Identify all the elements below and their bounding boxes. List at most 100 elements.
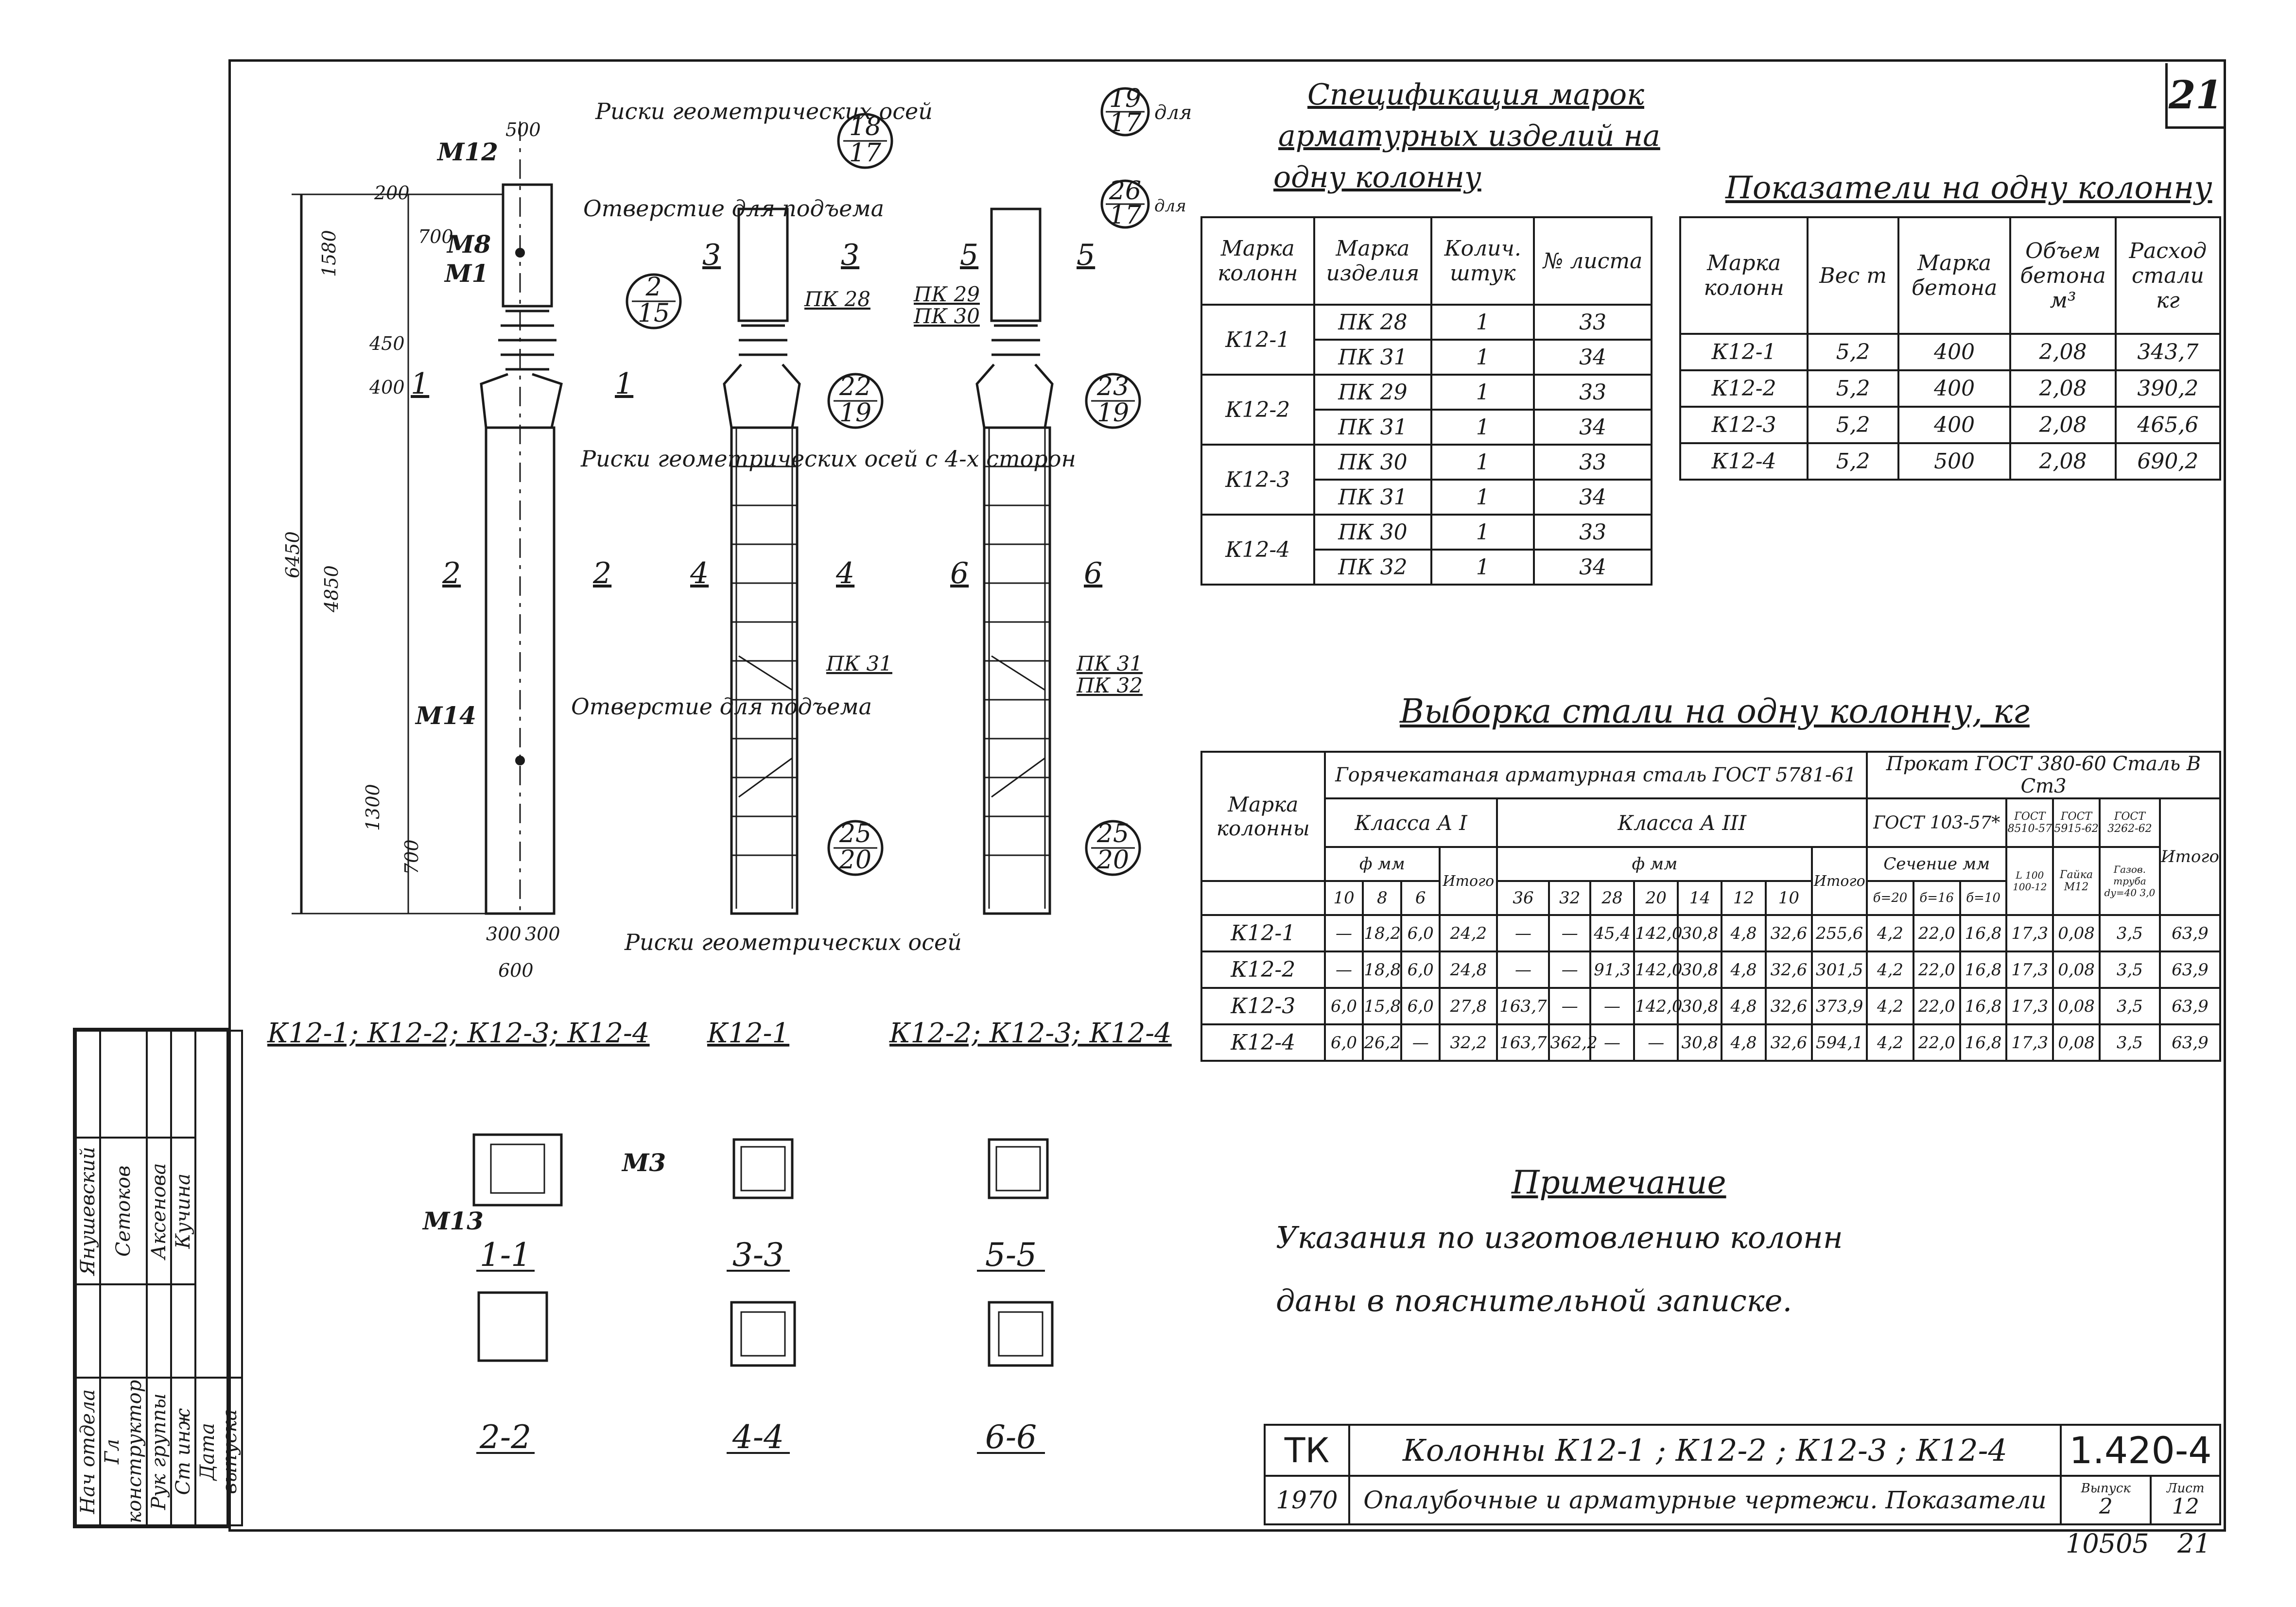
steel-cell: 6,0: [1323, 1023, 1364, 1062]
spec-col: К12-2: [1200, 374, 1315, 446]
sig-name: Сетоков: [100, 1138, 147, 1285]
item-label: ПК 31: [1076, 652, 1143, 675]
steel-diam: 14: [1677, 880, 1723, 916]
steel-cell: 24,2: [1439, 914, 1498, 952]
rebar-cage-1-shaft: [730, 426, 799, 915]
steel-class-a3: Класса А III: [1496, 797, 1868, 848]
tb-code: 1.420-4: [2060, 1424, 2221, 1477]
steel-cell: 4,2: [1866, 914, 1914, 952]
steel-cell: 16,8: [1959, 914, 2008, 952]
callout-circle: [626, 273, 682, 329]
column-head: [502, 183, 553, 308]
ind-header: Расход стали кг: [2114, 216, 2222, 335]
steel-pipe: Газов. труба dу=40 3,0: [2098, 846, 2161, 916]
callout-bottom: 19: [839, 398, 871, 428]
dim-label: 500: [505, 119, 541, 140]
steel-strip: б=16: [1912, 880, 1961, 916]
rebar-cage-1-capital: [723, 363, 801, 429]
steel-cell: 0,08: [2052, 914, 2101, 952]
sheet-frame: [228, 59, 2226, 1532]
steel-cell: 17,3: [2005, 1023, 2054, 1062]
ind-cell: 343,7: [2114, 333, 2222, 371]
steel-cell: 163,7: [1496, 1023, 1550, 1062]
ind-cell: 5,2: [1807, 406, 1899, 444]
steel-cell: 22,0: [1912, 914, 1961, 952]
item-label: ПК 31: [826, 652, 892, 675]
steel-cell: 30,8: [1677, 950, 1723, 989]
label-hole-top: Отверстие для подъема: [583, 195, 884, 222]
tb-issue-label: Выпуск: [2081, 1481, 2131, 1496]
ind-cell: 390,2: [2114, 369, 2222, 408]
steel-total-a1: Итого: [1439, 846, 1498, 916]
section-header: К12-1: [707, 1018, 789, 1049]
callout-bottom: 19: [1097, 398, 1129, 428]
section-4-4-outline: [730, 1301, 796, 1367]
callout-top: 23: [1096, 372, 1129, 401]
steel-total-a3: Итого: [1811, 846, 1868, 916]
steel-cell: —: [1589, 987, 1635, 1025]
steel-cell: 6,0: [1323, 987, 1364, 1025]
steel-cell: 30,8: [1677, 987, 1723, 1025]
section-marker: 6: [950, 556, 969, 590]
section-marker: 1: [615, 367, 633, 401]
spec-title-2: арматурных изделий на: [1278, 119, 1660, 153]
steel-diam: 6: [1400, 880, 1441, 916]
steel-cell: 15,8: [1362, 987, 1403, 1025]
dim-label: 300: [486, 923, 522, 945]
ind-cell: 2,08: [2009, 442, 2117, 481]
spec-header: Марка колонн: [1200, 216, 1315, 306]
mark-label: М8: [446, 230, 491, 259]
steel-cell: 142,0: [1633, 987, 1682, 1025]
callout-circle: [837, 113, 893, 169]
mark-label: М13: [422, 1207, 484, 1235]
spec-table: Марка колонн Марка изделия Колич. штук №…: [1200, 216, 1652, 586]
rebar-cage-2-shaft: [983, 426, 1051, 915]
steel-group-rolled: Прокат ГОСТ 380-60 Сталь В Ст3: [1866, 751, 2221, 799]
steel-cell: 0,08: [2052, 987, 2101, 1025]
rebar-cage-1-head: [737, 207, 789, 322]
sheet-number: 21: [2168, 72, 2223, 118]
label-risk-mid: Риски геометрических осей с 4-х сторон: [580, 446, 1076, 472]
spec-header: Марка изделия: [1313, 216, 1433, 306]
steel-cell: 32,6: [1764, 987, 1813, 1025]
steel-diam: 36: [1496, 880, 1550, 916]
steel-cell: 30,8: [1677, 914, 1723, 952]
title-block: ТК Колонны К12-1 ; К12-2 ; К12-3 ; К12-4…: [1264, 1424, 2221, 1525]
steel-cell: 4,2: [1866, 950, 1914, 989]
callout-circle: [827, 373, 884, 429]
spec-cell: 1: [1430, 444, 1535, 481]
spec-cell: ПК 31: [1313, 339, 1433, 376]
item-label: ПК 32: [1076, 674, 1143, 697]
steel-cell: 4,8: [1721, 914, 1767, 952]
steel-cell: —: [1323, 914, 1364, 952]
callout-top: 18: [849, 112, 881, 141]
mark-label: М14: [415, 701, 476, 730]
section-name: 2-2: [479, 1418, 531, 1456]
spec-cell: 34: [1533, 339, 1652, 376]
steel-cell: 4,8: [1721, 987, 1767, 1025]
sig-role: Рук группы: [147, 1378, 171, 1525]
dim-label: 700: [401, 839, 422, 875]
steel-cell: 3,5: [2098, 950, 2161, 989]
dim-label: 1300: [362, 784, 383, 831]
steel-gost-3262: ГОСТ 3262-62: [2098, 797, 2161, 848]
steel-cell: 45,4: [1589, 914, 1635, 952]
steel-diam: 20: [1633, 880, 1679, 916]
sig-name: Янушевский: [76, 1138, 100, 1285]
callout-top: 19: [1109, 84, 1141, 113]
section-marker: 5: [1077, 238, 1095, 272]
callout-note: для К12-3, К12-4: [1154, 196, 1191, 216]
callout-circle: [827, 820, 884, 876]
steel-diam: 10: [1323, 880, 1364, 916]
section-name: 1-1: [480, 1236, 531, 1274]
spec-col: К12-3: [1200, 444, 1315, 516]
spec-cell: 1: [1430, 374, 1535, 411]
steel-cell: 301,5: [1811, 950, 1868, 989]
spec-header: Колич. штук: [1430, 216, 1535, 306]
spec-cell: 1: [1430, 514, 1535, 551]
section-marker: 6: [1084, 556, 1102, 590]
indicators-table: Марка колонн Вес т Марка бетона Объем бе…: [1679, 216, 2222, 481]
callout-bottom: 20: [839, 846, 871, 875]
tb-sheet-cell: Лист 12: [2150, 1475, 2221, 1525]
